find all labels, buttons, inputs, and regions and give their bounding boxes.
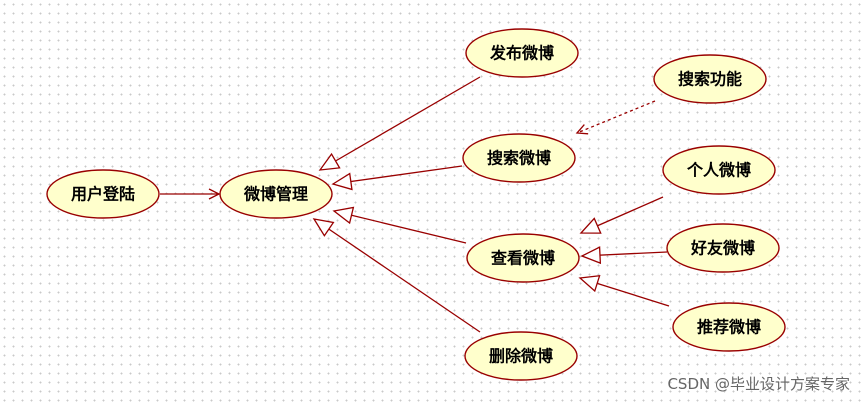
use-case-recommend: 推荐微博 — [672, 302, 786, 352]
edge-search-to-manage — [331, 165, 463, 191]
arrowhead — [332, 206, 355, 225]
edge-delete-to-manage — [312, 218, 481, 333]
use-case-ellipse — [653, 54, 767, 104]
use-case-publish: 发布微博 — [465, 28, 579, 78]
use-case-label: 搜索功能 — [678, 70, 742, 89]
edge-line — [313, 218, 481, 333]
arrowhead — [208, 188, 221, 200]
use-case-personal: 个人微博 — [662, 145, 776, 195]
use-case-label: 推荐微博 — [697, 318, 761, 337]
use-case-ellipse — [666, 223, 780, 273]
use-case-label: 删除微博 — [489, 347, 553, 366]
use-case-ellipse — [464, 331, 578, 381]
edge-line — [333, 210, 467, 244]
use-case-label: 用户登陆 — [71, 185, 135, 204]
arrowhead — [575, 124, 589, 135]
edge-search_fn-to-search — [575, 100, 656, 135]
edge-line — [576, 100, 656, 134]
use-case-ellipse — [465, 28, 579, 78]
edge-friends-to-view — [580, 246, 668, 265]
use-case-ellipse — [662, 145, 776, 195]
edge-view-to-manage — [332, 206, 467, 244]
use-case-label: 搜索微博 — [487, 149, 551, 168]
use-case-search-fn: 搜索功能 — [653, 54, 767, 104]
use-case-search: 搜索微博 — [462, 133, 576, 183]
edge-publish-to-manage — [318, 76, 481, 171]
use-case-delete: 删除微博 — [464, 331, 578, 381]
edge-login-to-manage — [160, 188, 221, 200]
arrowhead — [312, 218, 335, 237]
edge-line — [332, 165, 463, 185]
use-case-manage: 微博管理 — [219, 169, 333, 219]
use-case-login: 用户登陆 — [46, 169, 160, 219]
edge-recommend-to-view — [578, 275, 670, 307]
edge-line — [319, 76, 481, 171]
arrowhead — [580, 246, 602, 265]
edge-personal-to-view — [579, 196, 664, 234]
use-case-ellipse — [219, 169, 333, 219]
arrowhead — [318, 152, 341, 171]
use-case-friends: 好友微博 — [666, 223, 780, 273]
use-case-ellipse — [462, 133, 576, 183]
use-case-label: 查看微博 — [491, 249, 555, 268]
arrowhead — [578, 275, 601, 293]
use-case-label: 个人微博 — [686, 161, 751, 180]
use-case-label: 发布微博 — [489, 44, 554, 63]
arrowhead — [331, 172, 353, 191]
use-case-label: 好友微博 — [690, 239, 755, 258]
use-case-view: 查看微博 — [466, 233, 580, 283]
arrowhead — [579, 217, 602, 234]
use-case-ellipse — [466, 233, 580, 283]
use-case-label: 微博管理 — [243, 185, 308, 204]
edge-layer — [160, 76, 670, 333]
watermark: CSDN @毕业设计方案专家 — [667, 375, 850, 393]
use-case-ellipse — [46, 169, 160, 219]
use-case-ellipse — [672, 302, 786, 352]
